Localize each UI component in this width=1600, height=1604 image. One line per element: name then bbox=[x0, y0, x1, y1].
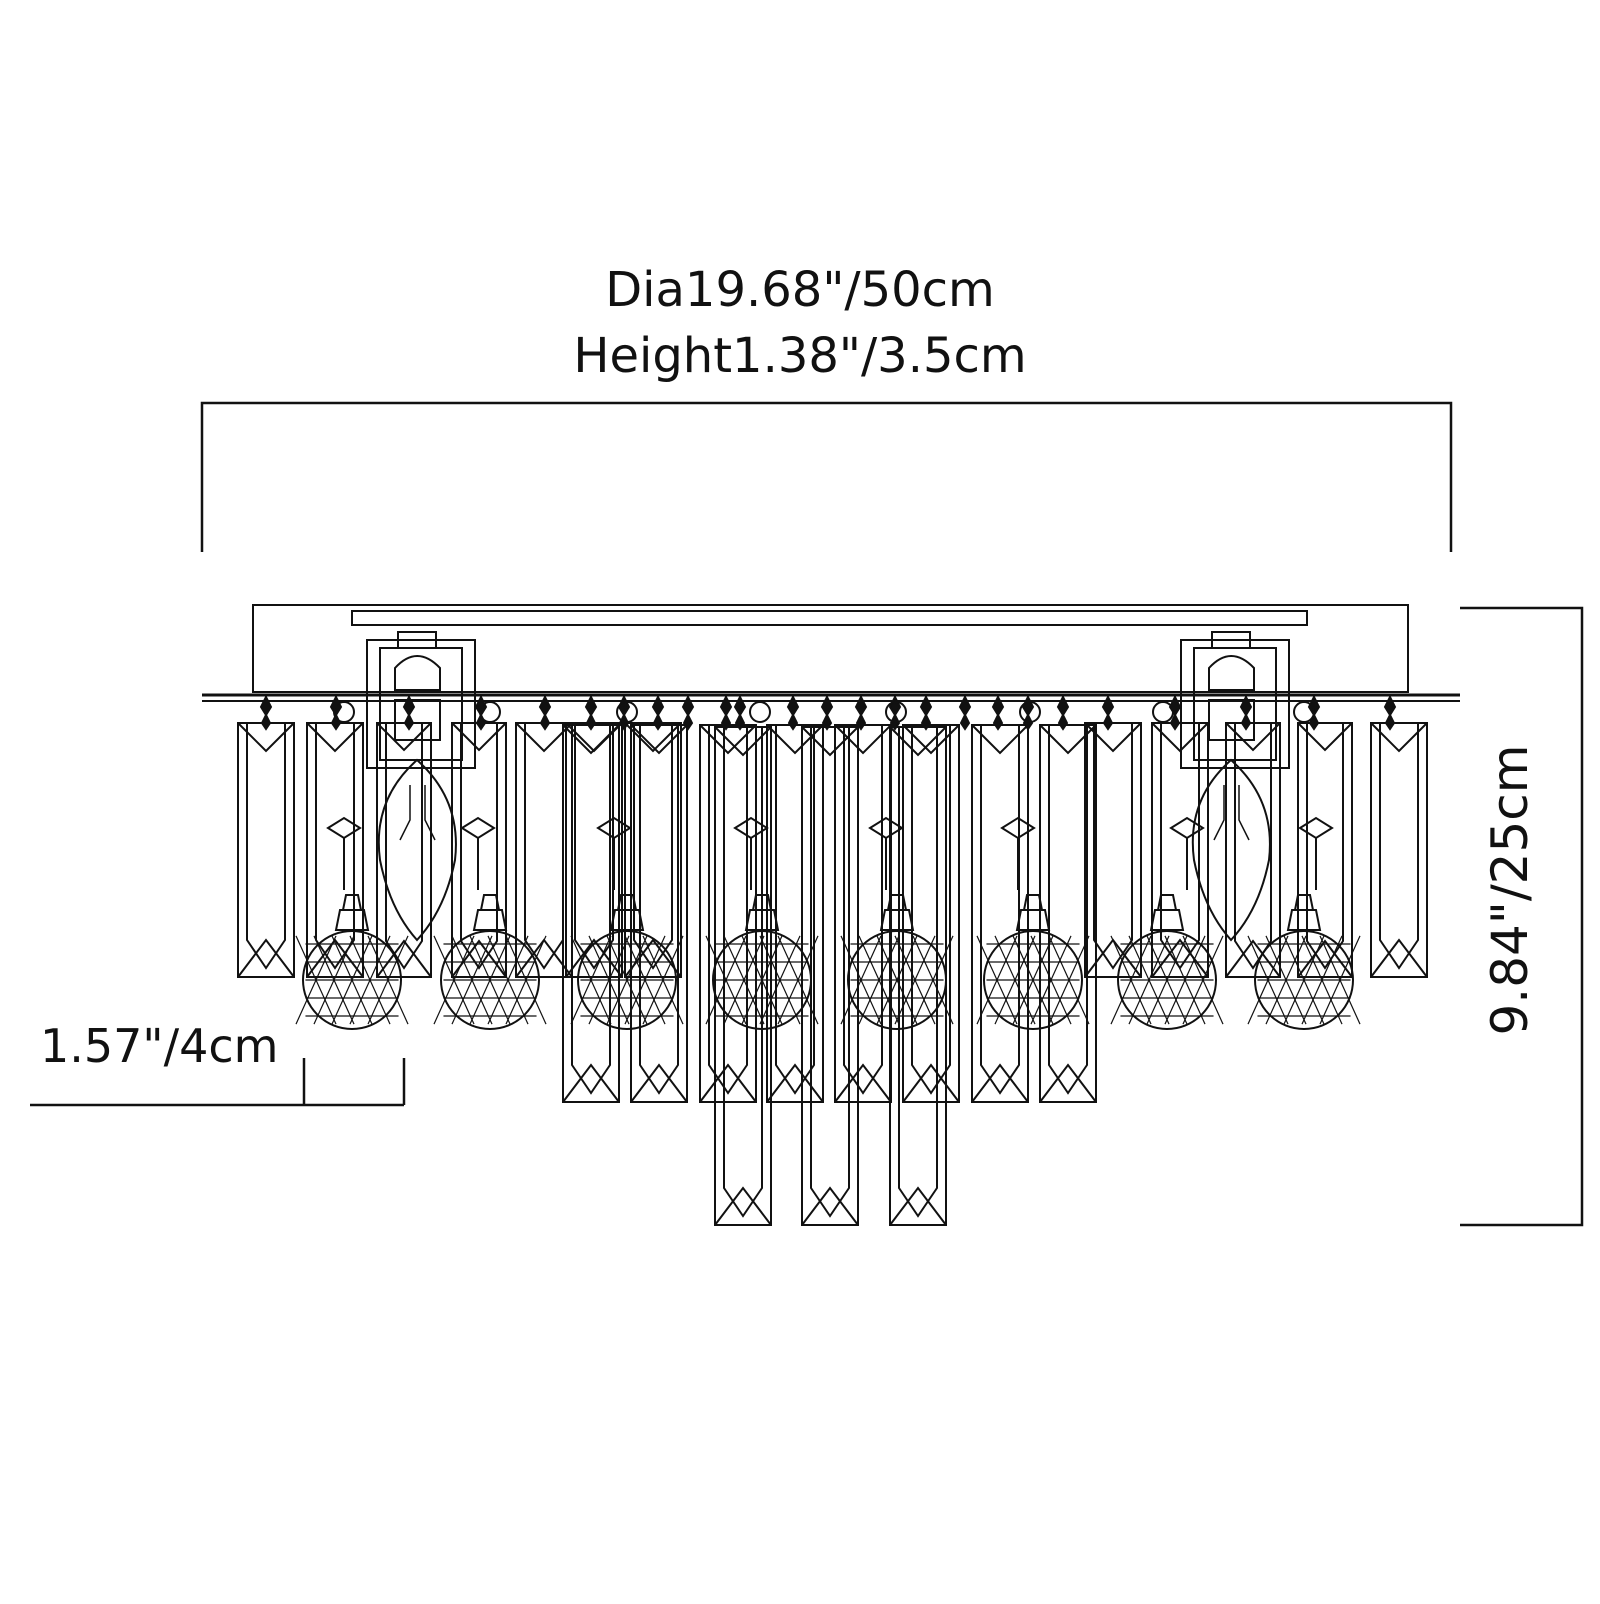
hanger-ring bbox=[886, 702, 906, 722]
connector-bead bbox=[1300, 818, 1332, 838]
crystal-prism bbox=[1040, 725, 1096, 1102]
crystal-hook bbox=[1103, 697, 1113, 729]
crystal-prism bbox=[238, 723, 294, 977]
crystal-hook bbox=[404, 697, 414, 729]
crystal-prism bbox=[563, 725, 619, 1102]
crystal-hook bbox=[1241, 697, 1251, 729]
crystal-hook bbox=[540, 697, 550, 729]
crystal-prism bbox=[700, 725, 756, 1102]
crystal-prism bbox=[802, 727, 858, 1225]
crystal-prisms bbox=[238, 723, 1427, 1225]
hanger-ring bbox=[1020, 702, 1040, 722]
crystal-ball bbox=[434, 895, 546, 1029]
crystal-prism bbox=[625, 723, 681, 977]
connector-bead bbox=[328, 818, 360, 838]
crystal-prism bbox=[835, 725, 891, 1102]
crystal-hook bbox=[822, 697, 832, 729]
crystal-prism bbox=[1226, 723, 1280, 977]
connector-bead bbox=[1171, 818, 1203, 838]
crystal-ball bbox=[841, 895, 953, 1029]
crystal-balls bbox=[296, 895, 1360, 1029]
crystal-ball bbox=[706, 895, 818, 1029]
crystal-prism bbox=[377, 723, 431, 977]
crystal-prism bbox=[1298, 723, 1352, 977]
crystal-ball-size-label: 1.57"/4cm bbox=[40, 1019, 279, 1073]
crystal-ball bbox=[1111, 895, 1223, 1029]
crystal-prism bbox=[903, 725, 959, 1102]
diameter-dimension-line bbox=[202, 403, 1451, 552]
crystal-ball bbox=[1248, 895, 1360, 1029]
diameter-label: Dia19.68"/50cm bbox=[605, 262, 995, 318]
crystal-hook bbox=[261, 697, 271, 729]
height-dimension-line bbox=[1460, 608, 1582, 1225]
crystal-prism bbox=[715, 727, 771, 1225]
ball-dimension-line bbox=[30, 1058, 404, 1105]
connector-bead bbox=[1002, 818, 1034, 838]
hanger-ring bbox=[1153, 702, 1173, 722]
hanger-ring bbox=[750, 702, 770, 722]
crystal-hook bbox=[960, 697, 970, 729]
crystal-prism bbox=[767, 725, 823, 1102]
crystal-ball bbox=[977, 895, 1089, 1029]
canopy bbox=[202, 605, 1460, 701]
crystal-hook bbox=[331, 697, 341, 729]
crystal-ball bbox=[571, 895, 683, 1029]
crystal-prism bbox=[566, 723, 622, 977]
crystal-prism bbox=[972, 725, 1028, 1102]
crystal-hook bbox=[1385, 697, 1395, 729]
connector-bead bbox=[462, 818, 494, 838]
connector-bead bbox=[870, 818, 902, 838]
crystal-prism bbox=[1371, 723, 1427, 977]
total-height-label: 9.84"/25cm bbox=[1481, 744, 1539, 1036]
crystal-hook bbox=[1170, 697, 1180, 729]
crystal-ball bbox=[296, 895, 408, 1029]
height-label: Height1.38"/3.5cm bbox=[573, 328, 1027, 384]
